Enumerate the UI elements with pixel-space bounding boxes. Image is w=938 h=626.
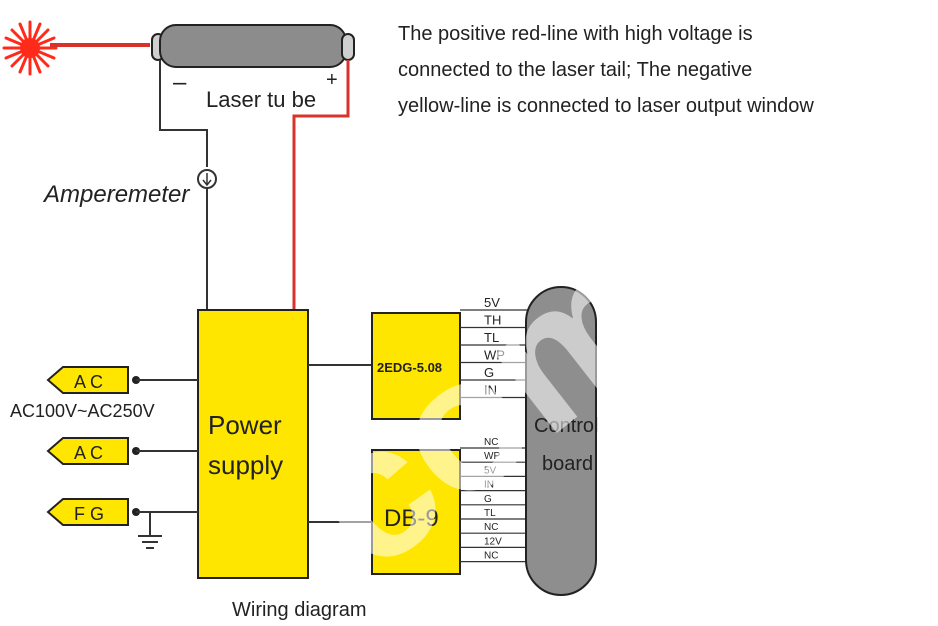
positive-hv-wire <box>292 60 350 310</box>
note-line-2: connected to the laser tail; The negativ… <box>398 59 752 81</box>
connector-db9-pin-label: WP <box>484 451 500 462</box>
fg-terminal: F G <box>46 498 198 526</box>
connector-2edg-pin-label: G <box>484 365 494 380</box>
control-board <box>525 286 597 596</box>
connector-2edg-pin-label: TL <box>484 330 499 345</box>
laser-tube <box>151 24 355 68</box>
ac-terminal-2-label: A C <box>74 443 103 463</box>
connector-2edg-label: 2EDG-5.08 <box>377 360 442 375</box>
laser-tube-plus-label: + <box>326 69 338 91</box>
negative-wire <box>159 60 208 167</box>
note-line-3: yellow-line is connected to laser output… <box>398 95 814 117</box>
power-supply-label-line2: supply <box>208 450 283 480</box>
amperemeter-label: Amperemeter <box>42 181 190 208</box>
ac-terminal-1: A C <box>46 366 198 394</box>
connector-db9-box <box>371 449 461 575</box>
connector-db9-pin-label: NC <box>484 522 498 533</box>
ac-terminal-2: A C <box>46 437 198 465</box>
connector-db9-pin-label: 12V <box>484 536 502 547</box>
connector-2edg-pin-label: TH <box>484 313 501 328</box>
connector-db9-pins: NC WP 5V IN G TL NC 12V NC <box>460 437 528 563</box>
ac-voltage-range: AC100V~AC250V <box>10 401 155 421</box>
amperemeter-icon <box>197 169 217 189</box>
control-board-label-line2: board <box>542 453 593 475</box>
diagram-caption: Wiring diagram <box>232 599 366 621</box>
laser-tube-minus-label: – <box>173 69 187 96</box>
ac-terminal-1-label: A C <box>74 372 103 392</box>
connector-2edg-pin-label: 5V <box>484 295 500 310</box>
laser-burst-icon <box>2 20 58 76</box>
connector-db9-pin-label: G <box>484 494 492 505</box>
ground-icon <box>138 512 162 549</box>
connector-db9-label: DB-9 <box>384 505 439 532</box>
connector-db9-pin-label: NC <box>484 551 498 562</box>
connector-db9-pin-label: IN <box>484 480 494 491</box>
connector-2edg-box <box>371 312 461 420</box>
connector-db9-pin-label: TL <box>484 508 496 519</box>
connector-2edg-pins: 5V TH TL WP G IN <box>460 295 528 399</box>
connector-2edg-pin-label: WP <box>484 348 505 363</box>
control-board-label-line1: Control <box>534 415 598 437</box>
note-line-1: The positive red-line with high voltage … <box>398 23 753 45</box>
power-supply-box <box>197 309 309 579</box>
connector-db9-pin-label: 5V <box>484 465 497 476</box>
connector-2edg-pin-label: IN <box>484 383 497 398</box>
connector-db9-pin-label: NC <box>484 437 498 448</box>
power-supply-label-line1: Power <box>208 410 282 440</box>
laser-tube-label: Laser tu be <box>206 87 316 112</box>
fg-terminal-label: F G <box>74 504 104 524</box>
